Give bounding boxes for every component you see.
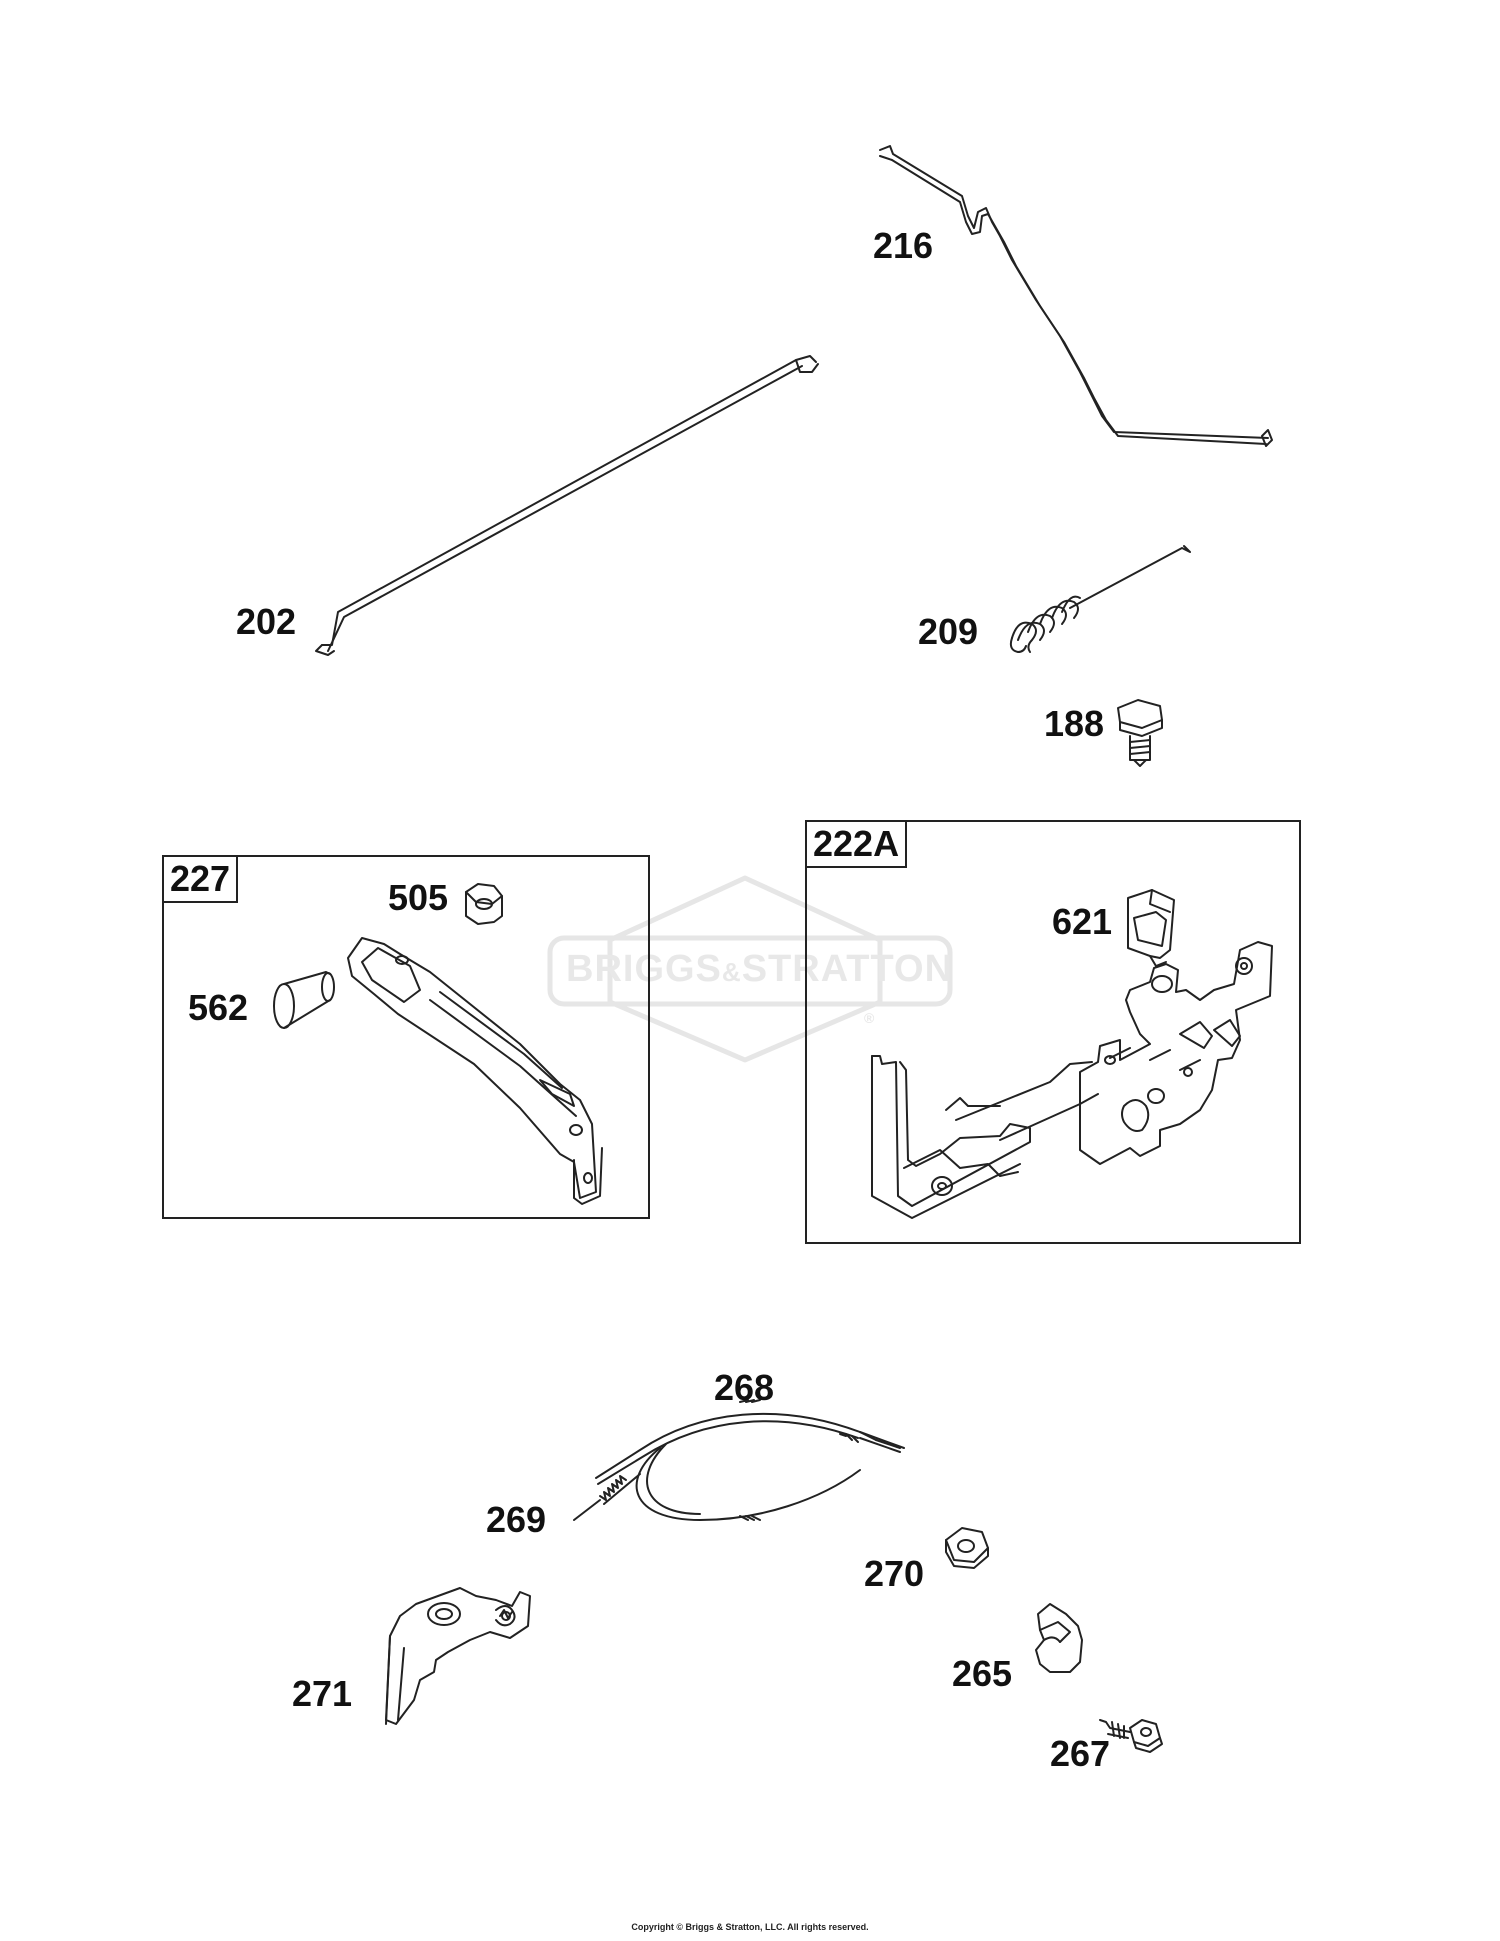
- callout-216: 216: [873, 225, 934, 266]
- callout-562: 562: [188, 987, 249, 1028]
- part-267-screw: [1099, 1719, 1163, 1753]
- callout-188: 188: [1044, 703, 1105, 744]
- callout-505: 505: [388, 877, 449, 918]
- callout-268: 268: [714, 1367, 775, 1408]
- part-268-cable: [595, 1399, 905, 1521]
- callout-265: 265: [952, 1653, 1013, 1694]
- part-188-bolt: [1117, 699, 1163, 767]
- copyright-notice: Copyright © Briggs & Stratton, LLC. All …: [631, 1922, 869, 1932]
- kit-label-222a: 222A: [805, 820, 908, 868]
- watermark-text: BRIGGS&STRATTON: [566, 948, 953, 991]
- kit-label-227: 227: [162, 855, 239, 903]
- watermark-registered: ®: [864, 1010, 876, 1026]
- callout-621: 621: [1052, 901, 1113, 942]
- part-202-link-rod: [315, 355, 819, 656]
- part-505-nut: [465, 883, 503, 925]
- callout-269: 269: [486, 1499, 547, 1540]
- part-271-lever: [385, 1587, 531, 1725]
- part-222a-control-bracket: [871, 941, 1273, 1219]
- watermark-amp: &: [721, 957, 742, 987]
- part-270-nut: [945, 1527, 989, 1569]
- part-227-control-lever: [347, 937, 603, 1205]
- part-265-cable-clamp: [1035, 1603, 1083, 1673]
- kit-frame-227: [162, 855, 650, 1219]
- watermark-brand-right: STRATTON: [741, 948, 954, 990]
- part-562-pin: [273, 971, 335, 1029]
- part-216-governor-link: [879, 145, 1273, 447]
- part-269-cable-end: [573, 1473, 641, 1521]
- kit-frame-222a: [805, 820, 1301, 1244]
- watermark-brand-left: BRIGGS: [566, 948, 722, 990]
- watermark-logo: [547, 875, 953, 1063]
- part-621-clip: [1127, 889, 1175, 967]
- callout-271: 271: [292, 1673, 353, 1714]
- callout-270: 270: [864, 1553, 925, 1594]
- callout-209: 209: [918, 611, 979, 652]
- callout-267: 267: [1050, 1733, 1111, 1774]
- callout-202: 202: [236, 601, 297, 642]
- part-209-governor-spring: [1009, 545, 1191, 653]
